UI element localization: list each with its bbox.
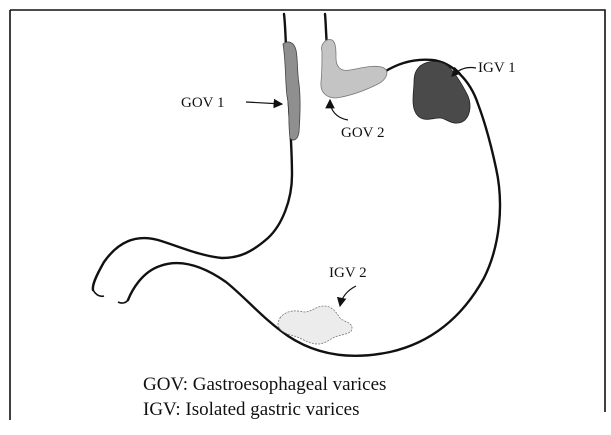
igv1-label: IGV 1 — [478, 60, 516, 76]
gov2-arrow — [330, 100, 348, 120]
legend-igv: IGV: Isolated gastric varices — [143, 397, 386, 422]
igv2-label: IGV 2 — [329, 265, 367, 281]
igv2-arrow — [340, 286, 356, 306]
duodenum-end — [93, 290, 128, 303]
stomach-outer-wall — [93, 14, 292, 290]
igv2-region — [278, 306, 352, 344]
gov1-region — [283, 42, 300, 140]
gov2-label: GOV 2 — [341, 125, 384, 141]
gov2-region — [321, 40, 387, 98]
legend-gov: GOV: Gastroesophageal varices — [143, 372, 386, 397]
gov1-arrow — [246, 102, 282, 104]
igv1-region — [413, 62, 470, 124]
legend: GOV: Gastroesophageal varices IGV: Isola… — [143, 372, 386, 422]
frame-border — [10, 10, 605, 420]
gov1-label: GOV 1 — [181, 95, 224, 111]
